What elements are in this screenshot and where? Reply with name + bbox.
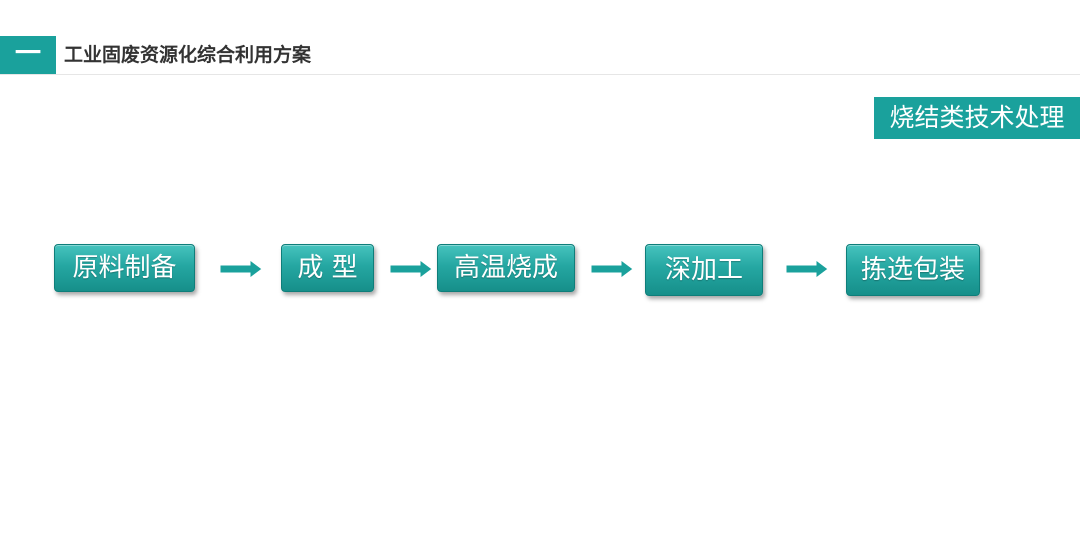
header-divider <box>0 74 1080 75</box>
section-title: 工业固废资源化综合利用方案 <box>64 44 312 66</box>
arrow-right-icon <box>390 260 432 278</box>
step-raw-material-prep: 原料制备 <box>54 244 195 292</box>
arrow-right-icon <box>591 260 633 278</box>
step-sorting-packaging: 拣选包装 <box>846 244 980 296</box>
arrow-right-icon <box>786 260 828 278</box>
arrow-right-icon <box>220 260 262 278</box>
step-high-temp-firing: 高温烧成 <box>437 244 575 292</box>
step-forming: 成 型 <box>281 244 374 292</box>
step-deep-processing: 深加工 <box>645 244 763 296</box>
section-number-badge: 一 <box>0 36 56 74</box>
subtitle-badge: 烧结类技术处理 <box>874 97 1080 139</box>
